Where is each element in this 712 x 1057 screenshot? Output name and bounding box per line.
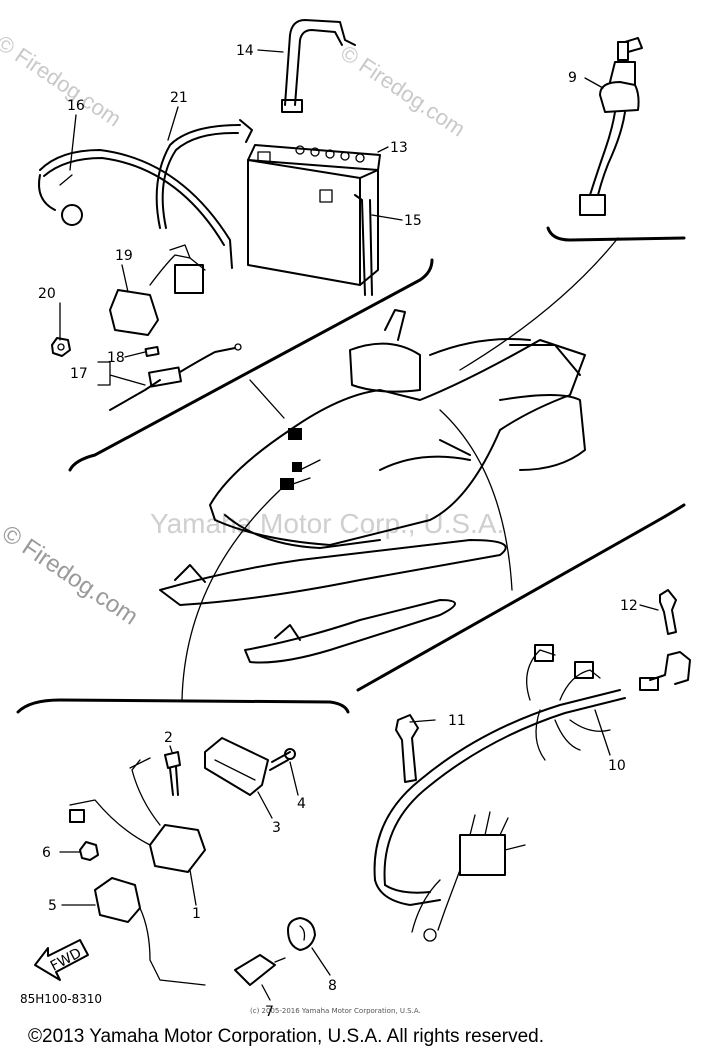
battery-cable-21: [155, 119, 253, 229]
cdi-unit: [204, 737, 269, 796]
callout-12: 12: [620, 598, 638, 614]
callout-10: 10: [608, 758, 626, 774]
callout-4: 4: [297, 796, 306, 812]
footer-copyright: ©2013 Yamaha Motor Corporation, U.S.A. A…: [28, 1026, 544, 1047]
wire-harness: [373, 644, 691, 942]
callout-15: 15: [404, 213, 422, 229]
battery: [247, 144, 381, 286]
callout-numbers: 14 13 15 16 21 19 20 18 17 9 12 11 10 2 …: [38, 43, 638, 1020]
callout-13: 13: [390, 140, 408, 156]
callout-1: 1: [192, 906, 201, 922]
forward-arrow: FWD: [34, 939, 89, 981]
battery-strap: [281, 19, 356, 113]
callout-17: 17: [70, 366, 88, 382]
fuse-holder-17: [109, 343, 242, 411]
fuse-18: [144, 346, 160, 357]
grommet-8: [287, 917, 316, 951]
callout-14: 14: [236, 43, 254, 59]
callout-3: 3: [272, 820, 281, 836]
top-left-section-divider: [68, 258, 434, 472]
callout-leaders: [59, 49, 659, 1001]
callout-20: 20: [38, 286, 56, 302]
screw-4: [269, 748, 296, 771]
tiny-copyright: (c) 2005-2016 Yamaha Motor Corporation, …: [250, 1007, 421, 1015]
leader-battery-section: [249, 379, 285, 419]
nut-6: [79, 841, 99, 861]
callout-5: 5: [48, 898, 57, 914]
regulator-5: [94, 877, 206, 986]
battery-breather-pipe: [354, 194, 373, 296]
ignition-coil: [69, 757, 206, 873]
callout-2: 2: [164, 730, 173, 746]
leader-cdi-section: [181, 489, 281, 701]
top-right-section-divider: [546, 226, 686, 242]
callout-6: 6: [42, 845, 51, 861]
key-12: [659, 589, 677, 635]
snowmobile-outline: [159, 309, 586, 664]
starter-relay: [109, 244, 206, 336]
watermark-center: Yamaha Motor Corp., U.S.A.: [150, 508, 505, 539]
key-11: [395, 714, 419, 783]
callout-16: 16: [67, 98, 85, 114]
part-code: 85H100-8310: [20, 992, 103, 1006]
callout-19: 19: [115, 248, 133, 264]
leader-wire-harness: [439, 409, 513, 591]
callout-18: 18: [107, 350, 125, 366]
callout-11: 11: [448, 713, 466, 729]
wire-lead-16: [38, 149, 233, 269]
callout-7: 7: [265, 1004, 274, 1020]
callout-9: 9: [568, 70, 577, 86]
callout-21: 21: [170, 90, 188, 106]
callout-8: 8: [328, 978, 337, 994]
bottom-right-section-divider: [356, 503, 686, 692]
bottom-left-section-divider: [16, 698, 350, 714]
fwd-label: FWD: [48, 945, 84, 974]
nut-20: [51, 337, 71, 357]
main-switch: [579, 37, 643, 216]
thermo-switch-7: [234, 954, 286, 986]
bolt-2: [164, 751, 181, 796]
leader-ignition-switch: [459, 237, 619, 371]
